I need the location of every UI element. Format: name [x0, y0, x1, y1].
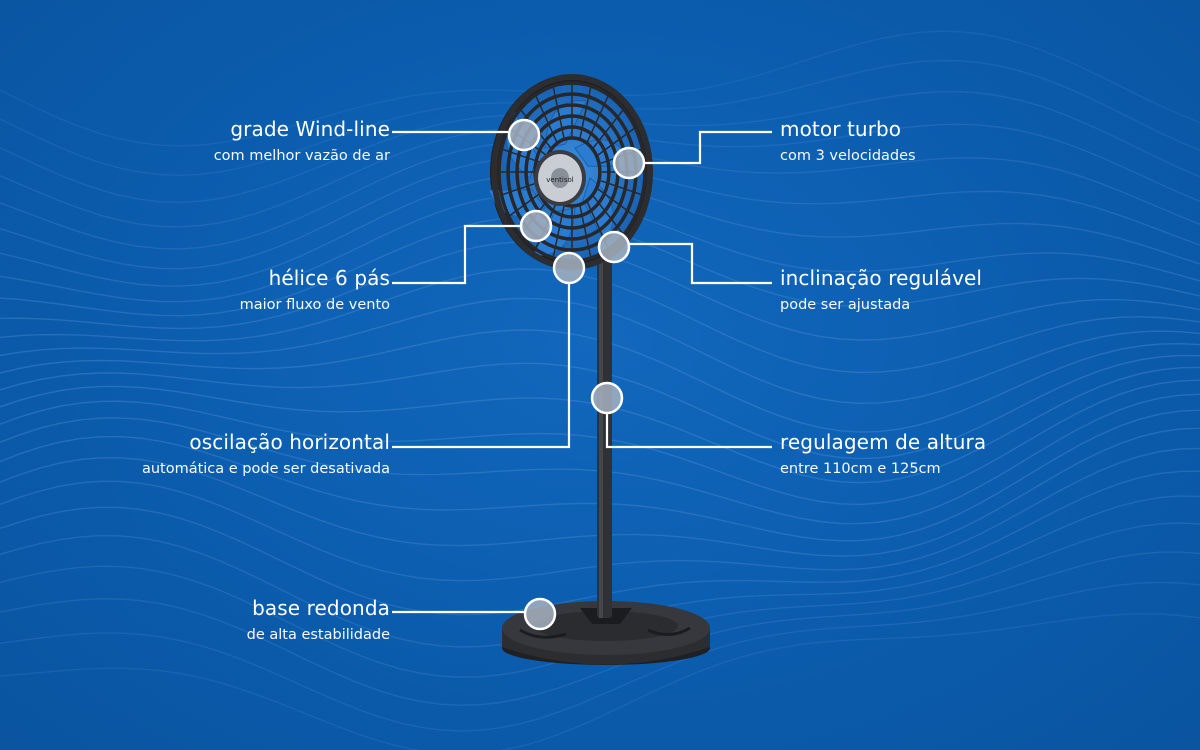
marker-grade [507, 118, 541, 152]
feature-motor: motor turbo com 3 velocidades [780, 119, 916, 164]
wave-line [0, 613, 1200, 750]
feature-inclinacao-subtitle: pode ser ajustada [780, 297, 911, 313]
marker-motor [612, 146, 646, 180]
wave-line [0, 551, 1200, 707]
marker-oscilacao [552, 251, 586, 285]
marker-helice [519, 209, 553, 243]
marker-altura [590, 381, 624, 415]
feature-helice-title: hélice 6 pás [268, 266, 390, 290]
feature-inclinacao: inclinação regulável pode ser ajustada [780, 268, 982, 313]
line-motor [645, 130, 772, 165]
feature-base: base redonda de alta estabilidade [247, 598, 390, 643]
grill-spoke [592, 195, 625, 237]
grill-spoke [552, 204, 565, 260]
fan-brand-label: ventisol [546, 176, 574, 184]
feature-inclinacao-title: inclinação regulável [780, 266, 983, 290]
fan-pole [597, 258, 612, 618]
line-inclinacao [628, 242, 772, 285]
line-helice [392, 224, 520, 285]
grill-spoke [534, 93, 558, 143]
feature-base-subtitle: de alta estabilidade [246, 627, 390, 643]
grill-spoke [600, 180, 644, 197]
feature-helice: hélice 6 pás maior fluxo de vento [240, 268, 390, 313]
feature-altura: regulagem de altura entre 110cm e 125cm [780, 432, 986, 477]
grill-spoke [500, 147, 544, 164]
feature-altura-title: regulagem de altura [780, 430, 987, 454]
feature-motor-subtitle: com 3 velocidades [780, 148, 916, 164]
marker-inclinacao [597, 230, 631, 264]
grill-spoke [586, 93, 610, 143]
grill-spoke [592, 107, 625, 149]
feature-altura-subtitle: entre 110cm e 125cm [780, 461, 941, 477]
marker-base [523, 597, 557, 631]
feature-oscilacao: oscilação horizontal automática e pode s… [142, 432, 390, 477]
fan-base [502, 601, 710, 665]
feature-oscilacao-subtitle: automática e pode ser desativada [141, 461, 390, 477]
grill-spoke [552, 84, 565, 140]
feature-base-title: base redonda [252, 596, 390, 620]
feature-grade-subtitle: com melhor vazão de ar [213, 148, 390, 164]
line-oscilacao [392, 282, 571, 449]
feature-helice-subtitle: maior fluxo de vento [239, 297, 390, 313]
grill-spoke [579, 204, 592, 260]
feature-motor-title: motor turbo [780, 117, 902, 141]
grill-spoke [597, 126, 637, 156]
grill-spoke [579, 84, 592, 140]
line-altura [605, 414, 772, 449]
grill-spoke [597, 188, 637, 218]
wave-line [0, 581, 1200, 732]
feature-oscilacao-title: oscilação horizontal [189, 430, 390, 454]
feature-grade: grade Wind-line com melhor vazão de ar [214, 119, 390, 164]
feature-grade-title: grade Wind-line [230, 117, 390, 141]
